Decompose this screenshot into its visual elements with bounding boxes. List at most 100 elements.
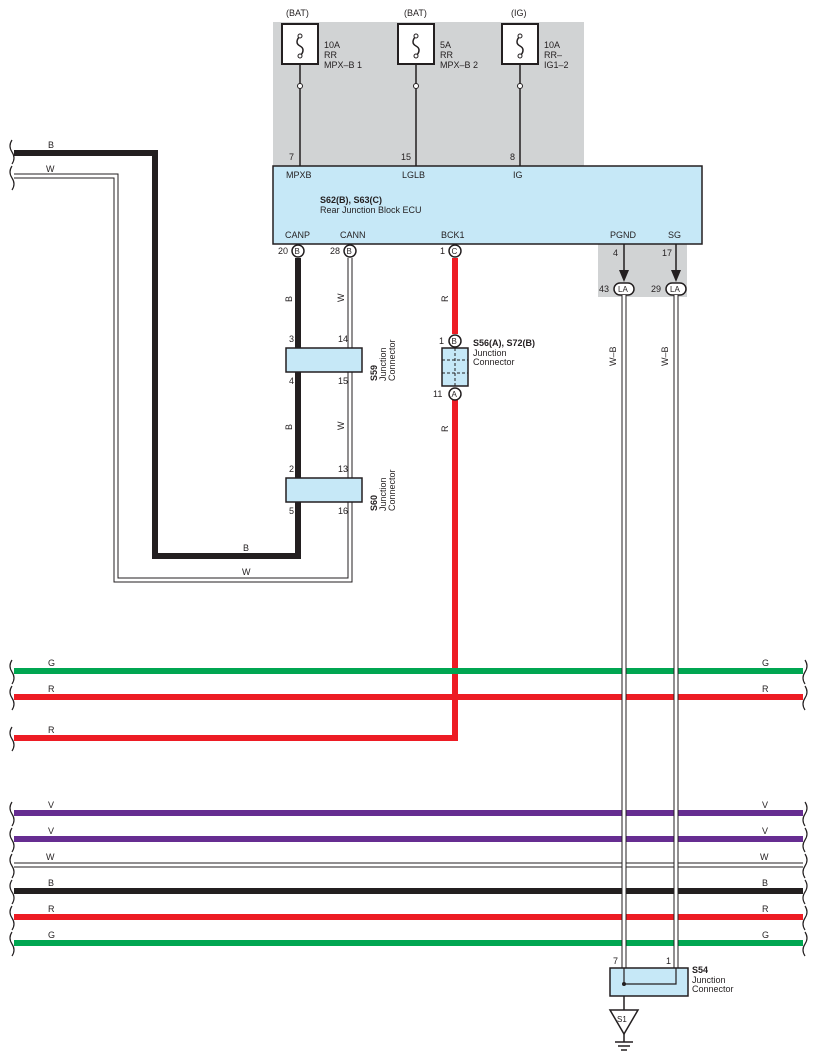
wire-label-loop-black: B [243, 543, 249, 553]
fuse-rr-mpx-b2: (BAT) 5A RR MPX–B 2 15 [397, 8, 478, 166]
svg-text:Connector: Connector [387, 469, 397, 511]
svg-text:R: R [48, 684, 55, 694]
svg-text:Junction: Junction [692, 975, 726, 985]
wire-label-loop-white: W [242, 567, 251, 577]
svg-text:14: 14 [338, 334, 348, 344]
black-loop-wire [14, 150, 301, 559]
svg-text:S1: S1 [617, 1015, 627, 1024]
svg-text:2: 2 [289, 464, 294, 474]
terminal-ig: IG [513, 170, 523, 180]
svg-text:LA: LA [670, 285, 680, 294]
svg-text:V: V [762, 800, 768, 810]
svg-text:IG1–2: IG1–2 [544, 60, 569, 70]
terminal-cann: CANN [340, 230, 366, 240]
terminal-bck1: BCK1 [441, 230, 465, 240]
svg-text:R: R [762, 904, 769, 914]
svg-text:B: B [48, 878, 54, 888]
svg-text:W: W [46, 852, 55, 862]
svg-text:29: 29 [651, 284, 661, 294]
svg-text:4: 4 [289, 376, 294, 386]
pin-number: 8 [510, 152, 515, 162]
fuse-source-label: (IG) [511, 8, 527, 18]
pin-number: 15 [401, 152, 411, 162]
svg-text:RR: RR [440, 50, 453, 60]
ecu-connector-id: S62(B), S63(C) [320, 195, 382, 205]
svg-text:G: G [762, 930, 769, 940]
svg-text:7: 7 [613, 956, 618, 966]
bus-line-red-3: R R [14, 904, 803, 920]
svg-text:R: R [48, 904, 55, 914]
svg-text:B: B [762, 878, 768, 888]
svg-text:G: G [48, 658, 55, 668]
bus-line-red-2: R [48, 725, 55, 735]
svg-text:1: 1 [666, 956, 671, 966]
svg-text:5: 5 [289, 506, 294, 516]
svg-text:MPX–B 1: MPX–B 1 [324, 60, 362, 70]
pin-number: 7 [289, 152, 294, 162]
svg-text:Junction: Junction [378, 347, 388, 381]
s56-junction-connector: 1 B 11 A S56(A), S72(B) Junction Connect… [433, 334, 535, 401]
svg-text:11: 11 [433, 389, 442, 399]
fuse-icon [516, 35, 524, 57]
wire-label-cann: W [336, 293, 346, 302]
wire-label-sg: W–B [660, 346, 670, 366]
pin-cann: 28 B [330, 244, 357, 258]
svg-text:B: B [295, 247, 300, 256]
terminal-mpxb: MPXB [286, 170, 312, 180]
svg-text:Connector: Connector [692, 984, 734, 994]
svg-text:43: 43 [599, 284, 609, 294]
wire-break-marks-left [9, 139, 15, 957]
fuse-icon [296, 35, 304, 57]
ground-s1: S1 [608, 996, 640, 1051]
fuse-rr-mpx-b1: (BAT) 10A RR MPX–B 1 7 [281, 8, 362, 166]
svg-text:5A: 5A [440, 40, 451, 50]
svg-text:Junction: Junction [473, 348, 507, 358]
svg-text:20: 20 [278, 246, 288, 256]
bus-line-red-1: R R [14, 684, 803, 700]
svg-text:28: 28 [330, 246, 340, 256]
svg-text:C: C [452, 247, 458, 256]
svg-text:17: 17 [662, 248, 672, 258]
svg-text:MPX–B 2: MPX–B 2 [440, 60, 478, 70]
svg-text:1: 1 [439, 336, 444, 346]
svg-text:V: V [48, 826, 54, 836]
pin-pgnd-la: 43 LA [599, 282, 635, 296]
svg-text:B: B [347, 247, 352, 256]
pin-bck1: 1 C [440, 244, 462, 258]
wire-label-canp: B [284, 296, 294, 302]
bus-line-green-1: G G [14, 658, 803, 674]
terminal-pgnd: PGND [610, 230, 637, 240]
svg-text:W: W [760, 852, 769, 862]
svg-text:R: R [762, 684, 769, 694]
svg-text:Junction: Junction [378, 477, 388, 511]
svg-text:RR: RR [324, 50, 337, 60]
svg-text:G: G [762, 658, 769, 668]
wire-label-cann-2: W [336, 421, 346, 430]
svg-text:LA: LA [618, 285, 628, 294]
svg-text:A: A [452, 390, 458, 399]
bus-line-violet-1: V V [14, 800, 803, 816]
svg-text:R: R [48, 725, 55, 735]
svg-text:S59: S59 [369, 365, 379, 381]
pin-sg-la: 29 LA [651, 282, 687, 296]
wire-label-bck1-2: R [440, 425, 450, 432]
svg-text:10A: 10A [324, 40, 340, 50]
sg-arrow-icon [671, 270, 681, 282]
svg-text:15: 15 [338, 376, 348, 386]
svg-text:S60: S60 [369, 495, 379, 511]
s59-junction-connector: 3 14 4 15 S59 Junction Connector [285, 334, 397, 386]
fuse-source-label: (BAT) [286, 8, 309, 18]
bus-line-green-2: G G [14, 930, 803, 946]
bus-line-black: B B [14, 878, 803, 894]
s54-junction-connector: 7 1 S54 Junction Connector [609, 956, 734, 997]
bus-line-white: W W [14, 852, 803, 868]
wire-label-left-white: W [46, 164, 55, 174]
svg-text:16: 16 [338, 506, 348, 516]
bus-line-violet-2: V V [14, 826, 803, 842]
svg-text:10A: 10A [544, 40, 560, 50]
wire-label-canp-2: B [284, 424, 294, 430]
svg-text:V: V [48, 800, 54, 810]
svg-text:S56(A), S72(B): S56(A), S72(B) [473, 338, 535, 348]
fuse-icon [412, 35, 420, 57]
svg-text:1: 1 [440, 246, 445, 256]
